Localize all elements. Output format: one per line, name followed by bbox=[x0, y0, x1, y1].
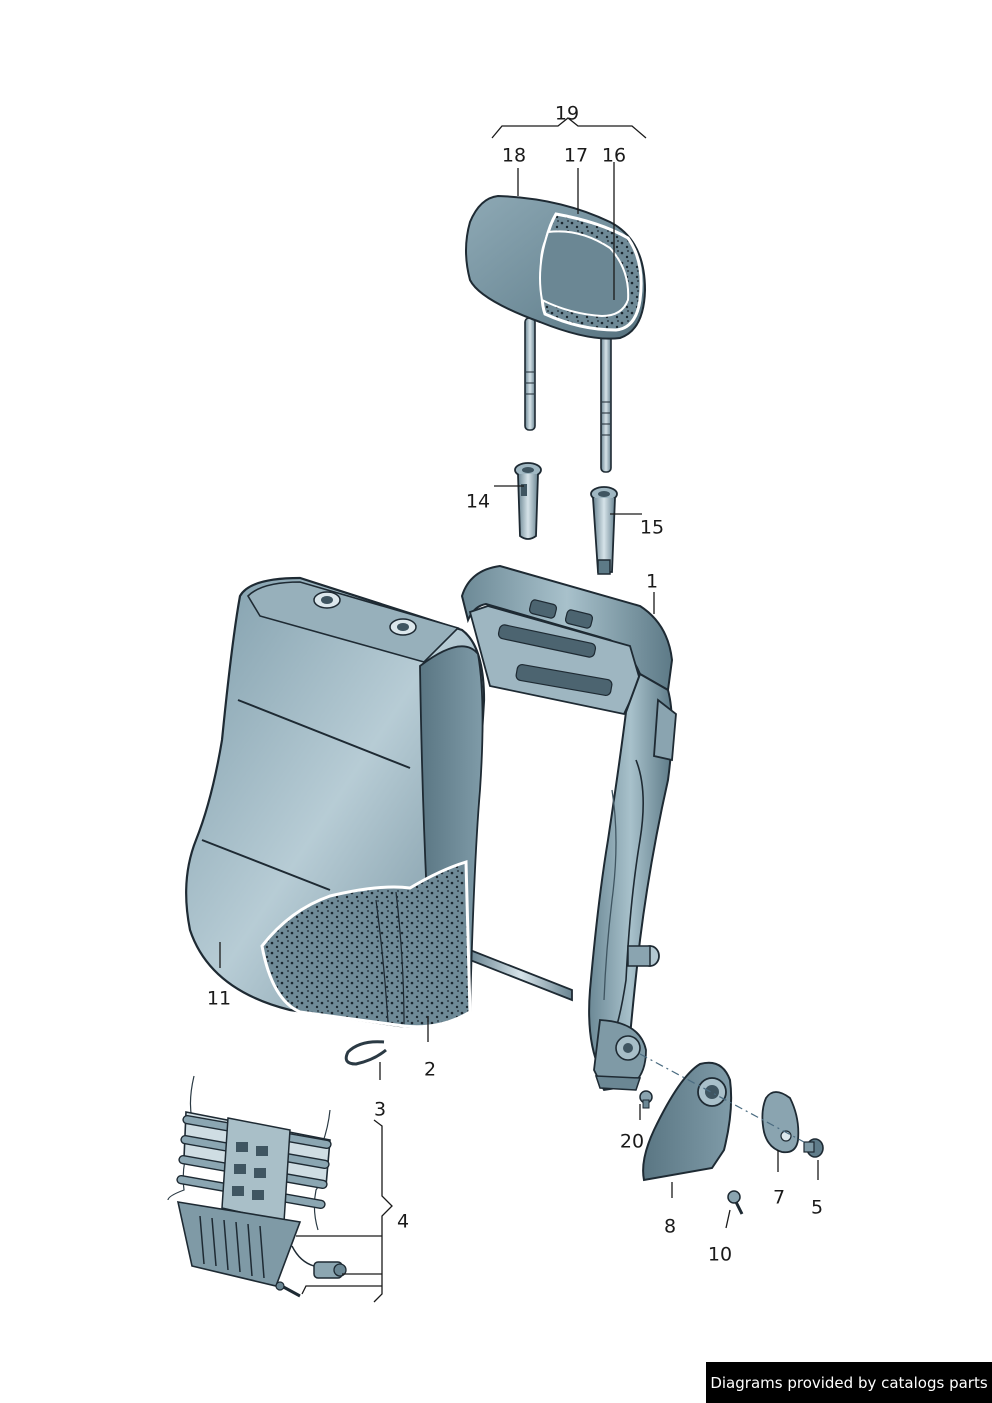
lumbar-support bbox=[167, 1075, 347, 1298]
hinge-cap bbox=[803, 1138, 824, 1158]
headrest bbox=[465, 194, 647, 473]
recliner-lever bbox=[761, 1091, 800, 1154]
callout-18: 18 bbox=[501, 144, 527, 167]
callout-3: 3 bbox=[373, 1098, 387, 1121]
backrest-cover bbox=[185, 576, 486, 1029]
guide-sleeve-15 bbox=[590, 486, 618, 575]
backrest-padding-cutaway bbox=[260, 859, 472, 1029]
credit-text: Diagrams provided by catalogs parts bbox=[710, 1373, 988, 1392]
wire-clip bbox=[344, 1040, 387, 1066]
callout-1: 1 bbox=[645, 570, 659, 593]
callout-10: 10 bbox=[707, 1243, 733, 1266]
backrest-frame bbox=[460, 564, 677, 1091]
credit-banner: Diagrams provided by catalogs parts bbox=[706, 1362, 992, 1403]
callout-16: 16 bbox=[601, 144, 627, 167]
callout-19: 19 bbox=[554, 102, 580, 125]
guide-sleeve-14 bbox=[514, 462, 542, 540]
leader-lines bbox=[219, 117, 819, 1303]
screw-20 bbox=[639, 1090, 653, 1109]
callout-2: 2 bbox=[423, 1058, 437, 1081]
callout-5: 5 bbox=[810, 1196, 824, 1219]
callout-8: 8 bbox=[663, 1215, 677, 1238]
headrest-sleeve-holes bbox=[313, 591, 417, 636]
callout-14: 14 bbox=[465, 490, 491, 513]
headrest-rod-left bbox=[524, 317, 536, 431]
callout-17: 17 bbox=[563, 144, 589, 167]
callout-4: 4 bbox=[396, 1210, 410, 1233]
callout-20: 20 bbox=[619, 1130, 645, 1153]
screw-10 bbox=[727, 1190, 744, 1215]
callout-11: 11 bbox=[206, 987, 232, 1010]
hinge-cover bbox=[642, 1061, 733, 1182]
callout-15: 15 bbox=[639, 516, 665, 539]
headrest-rod-right bbox=[600, 334, 612, 473]
callout-7: 7 bbox=[772, 1186, 786, 1209]
